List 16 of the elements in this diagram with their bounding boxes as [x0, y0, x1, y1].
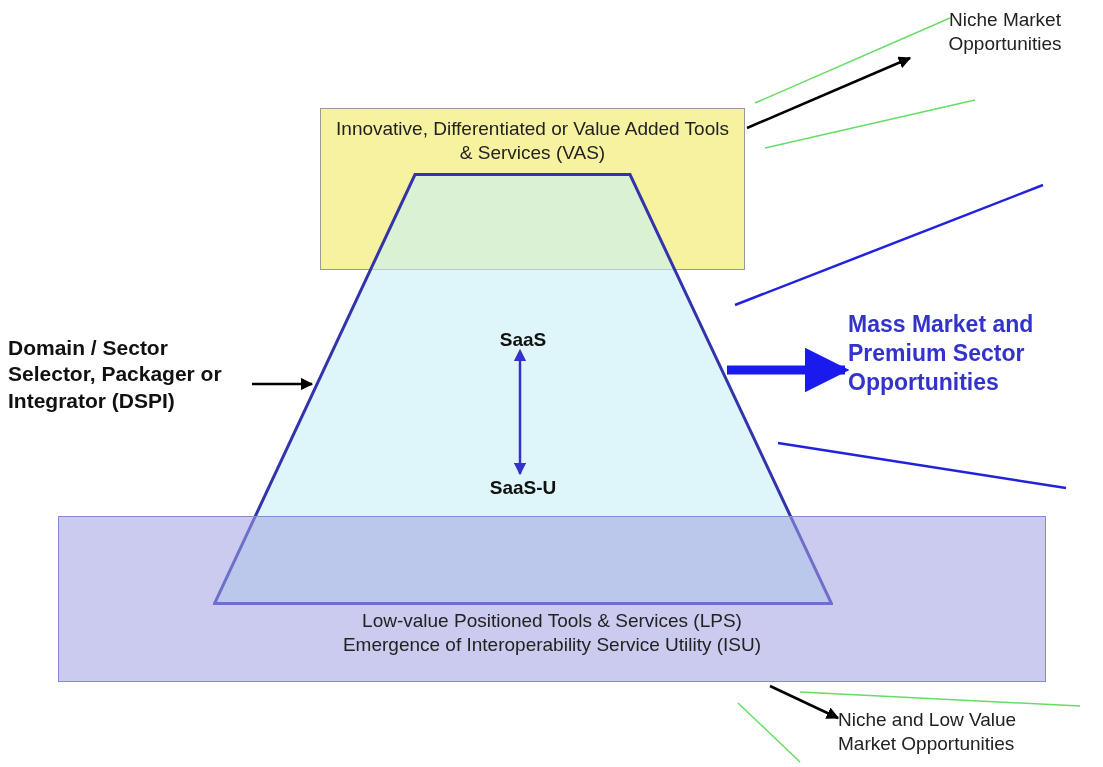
arrow — [513, 348, 527, 476]
text-label: Innovative, Differentiated or Value Added Tools & Services (VAS) — [335, 117, 730, 165]
arrow — [727, 347, 850, 393]
text-label: SaaS-U — [468, 476, 578, 502]
arrow — [769, 684, 840, 720]
text-label: Niche Market Opportunities — [920, 8, 1090, 98]
text-label: Emergence of Interoperability Service Utility (ISU) — [341, 632, 763, 657]
service-band — [58, 516, 1046, 682]
arrow — [252, 377, 314, 391]
text-label: Mass Market and Premium Sector Opportunities — [848, 310, 1098, 410]
arrow — [746, 56, 912, 130]
text-label: Domain / Sector Selector, Packager or Integrator (DSPI) — [8, 335, 248, 435]
text-label: Low-value Positioned Tools & Services (LPS) — [361, 609, 743, 633]
text-label: SaaS — [483, 328, 563, 354]
text-label: Niche and Low Value Market Opportunities — [838, 708, 1068, 765]
service-box — [320, 108, 745, 270]
